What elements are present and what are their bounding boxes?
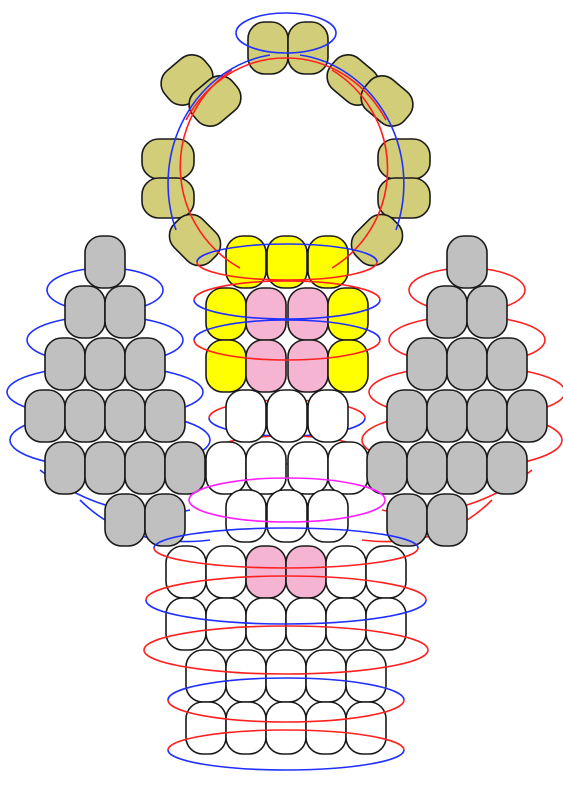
body-bead xyxy=(186,650,226,702)
head-bead xyxy=(226,236,266,288)
left-wing-bead xyxy=(125,442,165,494)
head-bead xyxy=(206,340,246,392)
body-bead xyxy=(366,598,406,650)
face-bead xyxy=(288,340,328,392)
right-wing-bead xyxy=(367,442,407,494)
body-bead xyxy=(346,650,386,702)
right-wing-bead xyxy=(387,494,427,546)
body-bead xyxy=(267,490,307,542)
left-wing-bead xyxy=(45,442,85,494)
body-bead xyxy=(206,546,246,598)
body-bead xyxy=(306,650,346,702)
left-wing-bead xyxy=(65,286,105,338)
left-wing-bead xyxy=(145,390,185,442)
body-bead xyxy=(308,390,348,442)
right-wing-bead xyxy=(427,494,467,546)
body-bead xyxy=(226,390,266,442)
right-wing-bead xyxy=(427,286,467,338)
body-bead xyxy=(166,598,206,650)
body-bead xyxy=(246,442,286,494)
body-bead xyxy=(166,546,206,598)
arms-bead xyxy=(246,546,286,598)
body-bead xyxy=(266,650,306,702)
left-wing-bead xyxy=(85,236,125,288)
body-bead xyxy=(288,442,328,494)
body-bead xyxy=(326,598,366,650)
body-bead xyxy=(206,598,246,650)
bead-layer xyxy=(25,22,547,754)
body-bead xyxy=(326,546,366,598)
body-bead xyxy=(366,546,406,598)
right-wing-bead xyxy=(427,390,467,442)
left-wing-bead xyxy=(105,494,145,546)
body-bead xyxy=(267,390,307,442)
right-wing-bead xyxy=(407,442,447,494)
left-wing-bead xyxy=(85,338,125,390)
body-bead xyxy=(186,702,226,754)
right-wing-bead xyxy=(447,338,487,390)
right-wing-bead xyxy=(507,390,547,442)
right-wing-bead xyxy=(447,236,487,288)
left-wing-bead xyxy=(25,390,65,442)
arms-bead xyxy=(286,546,326,598)
left-wing-bead xyxy=(145,494,185,546)
face-bead xyxy=(246,288,286,340)
body-bead xyxy=(226,702,266,754)
face-bead xyxy=(246,340,286,392)
right-wing-bead xyxy=(487,338,527,390)
right-wing-bead xyxy=(487,442,527,494)
body-bead xyxy=(266,702,306,754)
body-bead xyxy=(226,650,266,702)
head-bead xyxy=(328,340,368,392)
left-wing-bead xyxy=(65,390,105,442)
left-wing-bead xyxy=(105,286,145,338)
right-wing-bead xyxy=(407,338,447,390)
left-wing-bead xyxy=(125,338,165,390)
left-wing-bead xyxy=(85,442,125,494)
left-wing-bead xyxy=(105,390,145,442)
left-wing-bead xyxy=(45,338,85,390)
body-bead xyxy=(306,702,346,754)
body-bead xyxy=(308,490,348,542)
left-wing-bead xyxy=(165,442,205,494)
face-bead xyxy=(288,288,328,340)
right-wing-bead xyxy=(467,390,507,442)
right-wing-bead xyxy=(467,286,507,338)
right-wing-bead xyxy=(447,442,487,494)
body-bead xyxy=(226,490,266,542)
body-bead xyxy=(346,702,386,754)
right-wing-bead xyxy=(387,390,427,442)
halo-bead xyxy=(288,22,328,74)
